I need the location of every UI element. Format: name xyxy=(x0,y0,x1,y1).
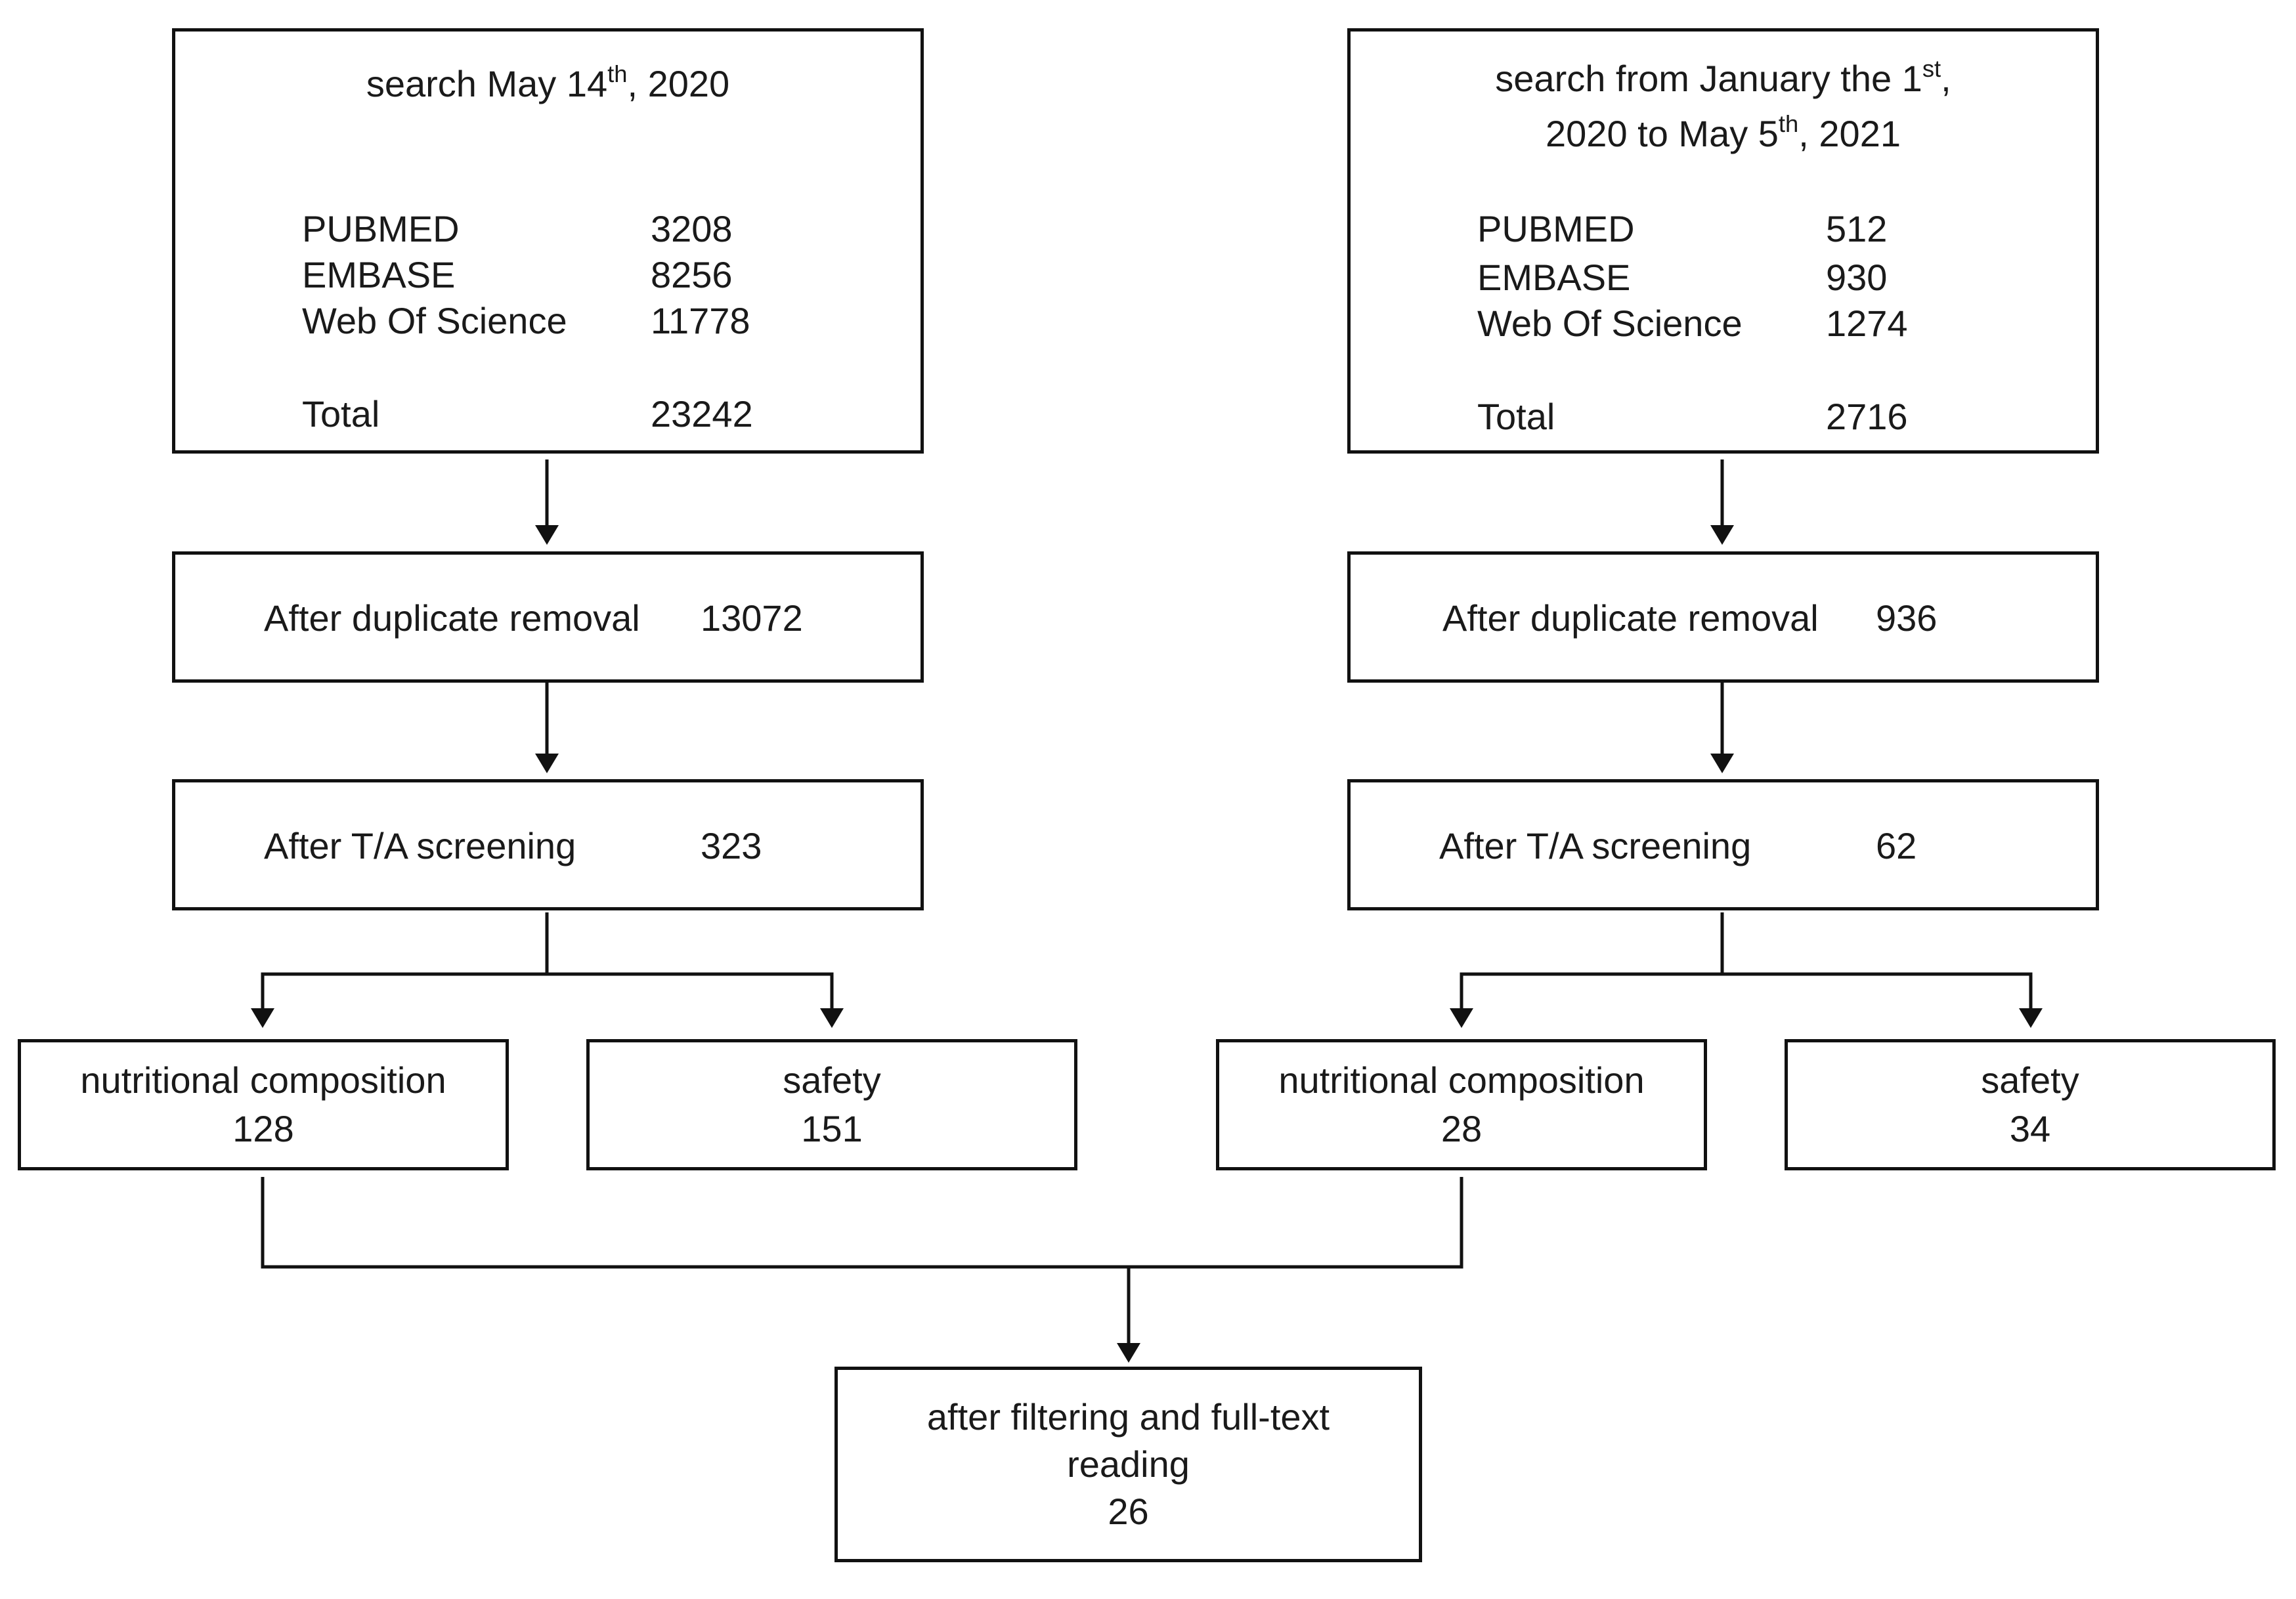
final-label-line1: after filtering and full-text xyxy=(926,1396,1330,1438)
left-screening-value: 323 xyxy=(701,825,762,866)
left-duplicate-value: 13072 xyxy=(701,597,803,639)
arrowhead xyxy=(535,754,559,773)
left-search-title: search May 14th, 2020 xyxy=(366,60,730,104)
right-safety-label: safety xyxy=(1981,1059,2079,1101)
left-screening-box: After T/A screening 323 xyxy=(172,779,924,910)
left-duplicate-box: After duplicate removal 13072 xyxy=(172,551,924,683)
left-search-box: search May 14th, 2020 PUBMED 3208 EMBASE… xyxy=(172,28,924,454)
final-value: 26 xyxy=(1108,1491,1149,1532)
left-nutrition-box: nutritional composition 128 xyxy=(18,1039,509,1170)
arrowhead xyxy=(2019,1008,2043,1028)
right-duplicate-value: 936 xyxy=(1876,597,1938,639)
branch-right-screening-safety xyxy=(1722,972,2033,1015)
final-label-line2: reading xyxy=(1067,1443,1190,1485)
right-search-title-line2: 2020 to May 5th, 2021 xyxy=(1546,110,1901,154)
right-screening-value: 62 xyxy=(1876,825,1917,866)
right-total-value: 2716 xyxy=(1826,396,1908,437)
left-total-label: Total xyxy=(302,393,380,435)
arrowhead xyxy=(1450,1008,1473,1028)
left-safety-box: safety 151 xyxy=(586,1039,1077,1170)
branch-right-screening xyxy=(1460,912,1724,1015)
arrowhead xyxy=(820,1008,844,1028)
left-screening-label: After T/A screening xyxy=(264,825,576,866)
left-safety-value: 151 xyxy=(801,1108,863,1149)
arrowhead xyxy=(535,525,559,545)
right-search-title: search from January the 1st, 2020 to May… xyxy=(1351,51,2096,161)
left-safety-label: safety xyxy=(783,1059,881,1101)
arrowhead xyxy=(1710,754,1734,773)
right-nutrition-value: 28 xyxy=(1440,1108,1483,1149)
right-screening-box: After T/A screening 62 xyxy=(1347,779,2099,910)
arrowhead xyxy=(1117,1343,1140,1363)
right-db-value-pubmed: 512 xyxy=(1826,208,1888,249)
right-nutrition-box: nutritional composition 28 xyxy=(1216,1039,1707,1170)
left-db-label-wos: Web Of Science xyxy=(302,300,567,341)
right-nutrition-label: nutritional composition xyxy=(1278,1059,1645,1101)
branch-left-screening-safety xyxy=(547,972,834,1015)
right-screening-label: After T/A screening xyxy=(1439,825,1752,866)
right-duplicate-box: After duplicate removal 936 xyxy=(1347,551,2099,683)
right-db-label-pubmed: PUBMED xyxy=(1477,208,1635,249)
right-safety-box: safety 34 xyxy=(1785,1039,2276,1170)
left-db-label-pubmed: PUBMED xyxy=(302,208,460,249)
right-search-box: search from January the 1st, 2020 to May… xyxy=(1347,28,2099,454)
right-db-value-embase: 930 xyxy=(1826,257,1888,298)
left-total-value: 23242 xyxy=(651,393,753,435)
right-total-label: Total xyxy=(1477,396,1555,437)
right-search-title-line1: search from January the 1st, xyxy=(1495,55,1951,99)
right-db-label-wos: Web Of Science xyxy=(1477,303,1743,344)
left-nutrition-label: nutritional composition xyxy=(80,1059,446,1101)
final-box: after filtering and full-text reading 26 xyxy=(834,1367,1422,1562)
merge-nutrition-to-final xyxy=(261,1177,1463,1269)
right-duplicate-label: After duplicate removal xyxy=(1442,597,1819,639)
left-db-label-embase: EMBASE xyxy=(302,254,456,295)
left-db-value-pubmed: 3208 xyxy=(651,208,733,249)
right-db-label-embase: EMBASE xyxy=(1477,257,1631,298)
left-db-value-wos: 11778 xyxy=(651,300,750,341)
left-db-value-embase: 8256 xyxy=(651,254,733,295)
branch-left-screening xyxy=(261,912,549,1015)
left-nutrition-value: 128 xyxy=(232,1108,294,1149)
left-duplicate-label: After duplicate removal xyxy=(264,597,640,639)
arrowhead xyxy=(251,1008,274,1028)
right-safety-value: 34 xyxy=(2009,1108,2051,1149)
arrowhead xyxy=(1710,525,1734,545)
right-db-value-wos: 1274 xyxy=(1826,303,1908,344)
